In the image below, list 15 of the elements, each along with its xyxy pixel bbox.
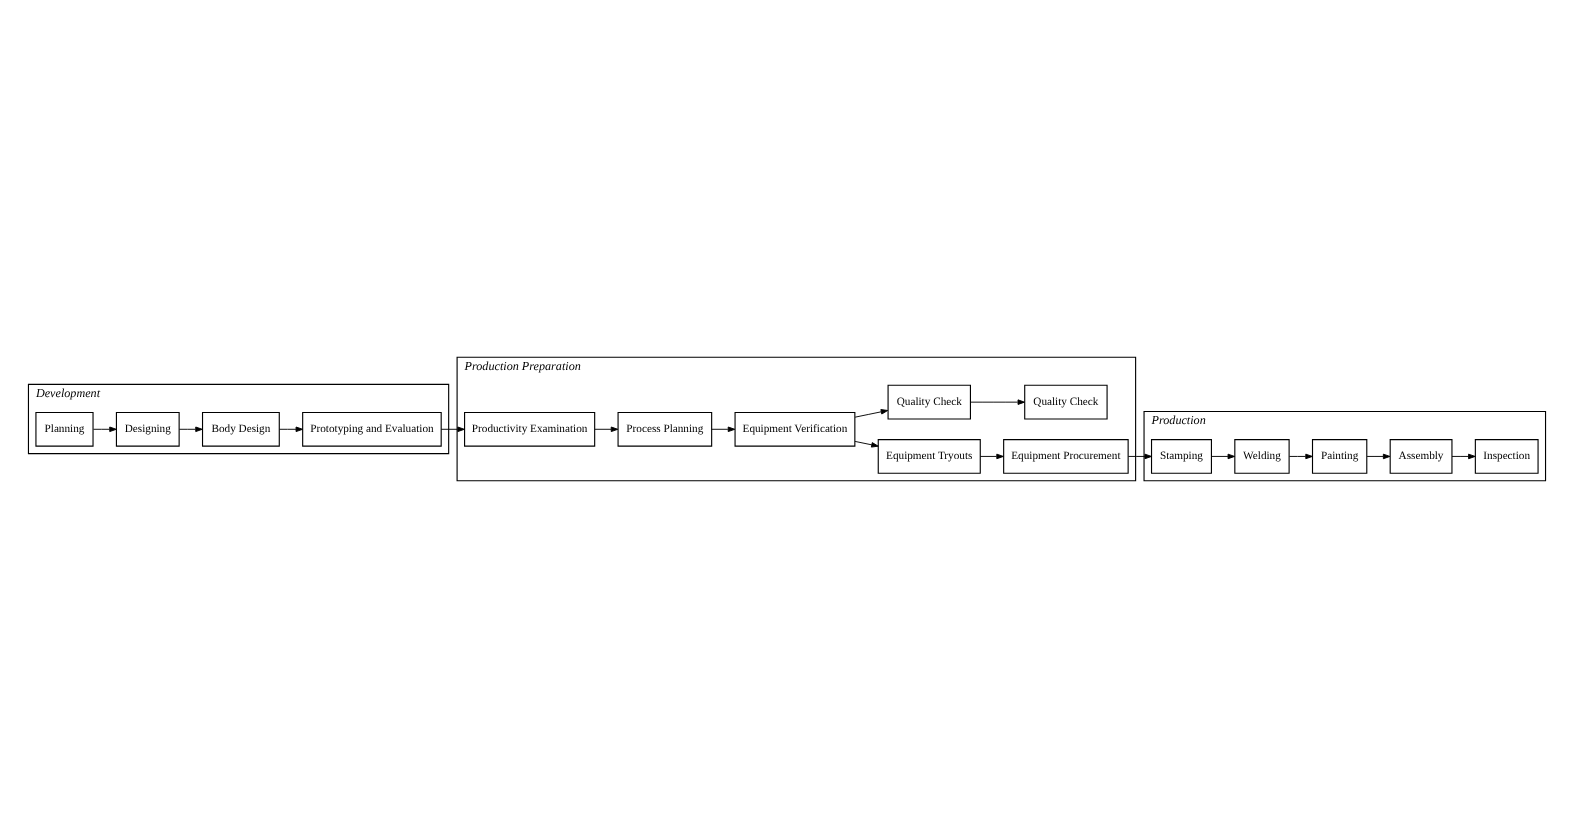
arrow	[1127, 453, 1152, 460]
arrow	[1211, 453, 1236, 460]
arrow	[279, 426, 304, 433]
arrow	[854, 409, 889, 418]
arrow	[594, 426, 619, 433]
arrow	[440, 426, 465, 433]
arrow	[970, 399, 1026, 405]
arrow	[854, 440, 879, 448]
arrow	[92, 426, 117, 433]
arrow	[1366, 453, 1391, 460]
arrow	[178, 426, 203, 433]
arrow	[979, 453, 1004, 460]
arrow	[711, 426, 736, 433]
arrow	[1288, 453, 1313, 460]
arrow	[1451, 453, 1476, 460]
